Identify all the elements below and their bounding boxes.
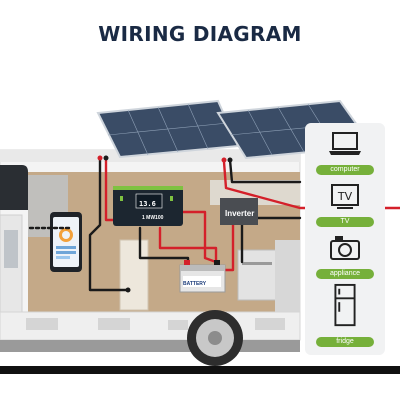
rv-body bbox=[0, 149, 301, 352]
dishwasher bbox=[237, 249, 277, 301]
appliance-label-tv: TV bbox=[316, 217, 374, 227]
appliance-panel: computer TV TV appliance bbox=[305, 123, 385, 355]
cabinet bbox=[119, 239, 149, 311]
battery bbox=[179, 260, 226, 293]
appliance-item: fridge bbox=[305, 283, 385, 347]
appliance-label-appliance: appliance bbox=[316, 269, 374, 279]
controller-display: 13.6 bbox=[139, 200, 156, 208]
page-title: WIRING DIAGRAM bbox=[98, 22, 302, 46]
battery-label: BATTERY bbox=[183, 281, 207, 287]
fridge-unit bbox=[275, 240, 300, 315]
door-window bbox=[4, 230, 18, 268]
tv-icon: TV bbox=[331, 184, 359, 209]
inverter-label: Inverter bbox=[225, 209, 255, 218]
laptop-icon bbox=[329, 132, 361, 155]
controller-model: 1 MW100 bbox=[142, 215, 164, 221]
ground-line bbox=[0, 366, 400, 374]
charge-controller bbox=[113, 186, 183, 226]
appliance-label-fridge: fridge bbox=[316, 337, 374, 347]
camera-icon bbox=[330, 236, 360, 260]
phone-app bbox=[50, 212, 82, 272]
appliance-label-computer: computer bbox=[316, 165, 374, 175]
wheel bbox=[187, 310, 243, 366]
cab-window bbox=[0, 165, 28, 210]
inverter-box bbox=[220, 198, 258, 225]
appliance-item: computer bbox=[305, 129, 385, 185]
appliance-item: appliance bbox=[305, 233, 385, 289]
appliance-item: TV TV bbox=[305, 181, 385, 237]
solar-panel-1 bbox=[96, 99, 240, 159]
tv-icon-text: TV bbox=[337, 190, 353, 203]
fridge-icon bbox=[334, 283, 356, 327]
